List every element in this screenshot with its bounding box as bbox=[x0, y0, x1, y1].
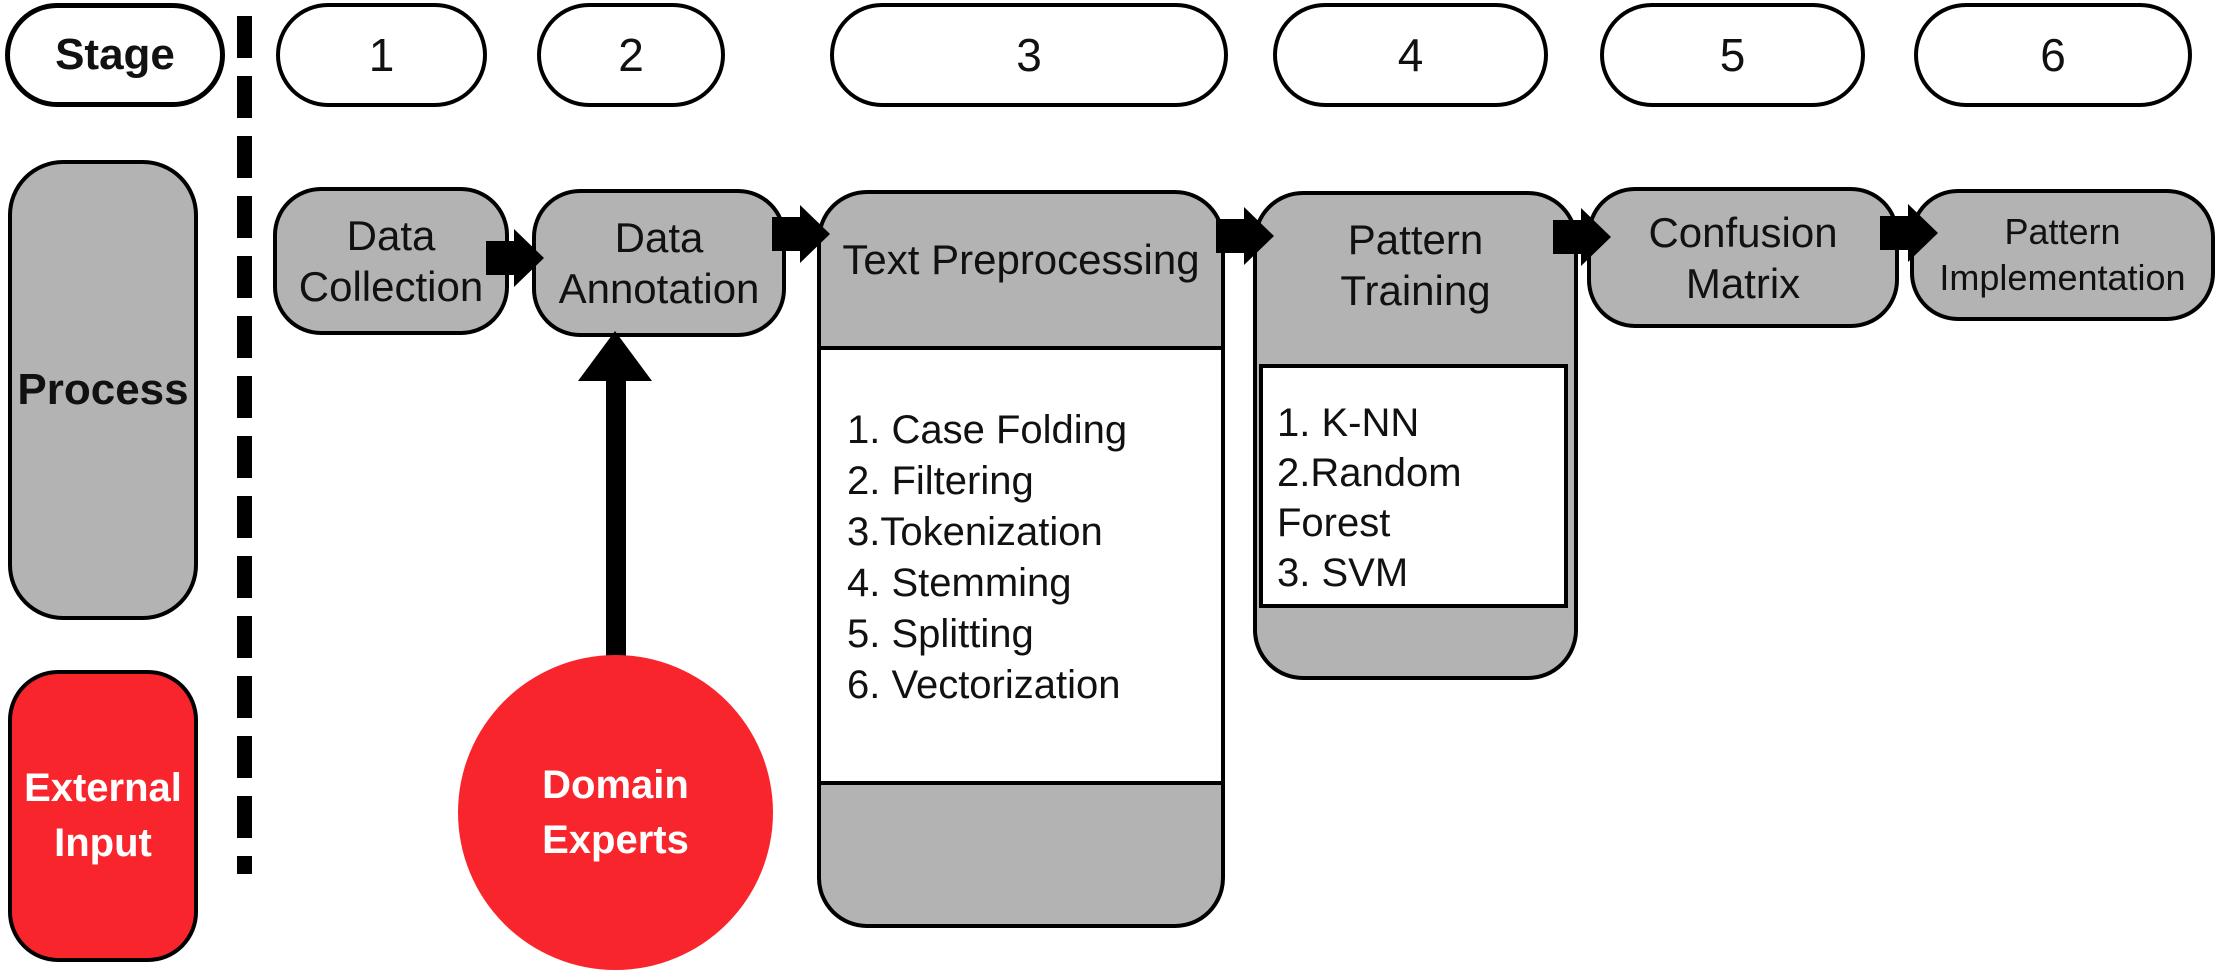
data-annotation-box: Data Annotation bbox=[532, 189, 786, 337]
stage-number-3: 3 bbox=[1016, 29, 1042, 81]
process-legend-label: Process bbox=[17, 365, 189, 414]
data-annotation-label: Data Annotation bbox=[558, 214, 760, 312]
domain-experts-label: Domain Experts bbox=[542, 762, 689, 862]
arrow-head bbox=[514, 229, 544, 287]
stage-pill-4: 4 bbox=[1273, 3, 1548, 107]
arrow-shaft bbox=[1216, 219, 1244, 253]
arrow-head bbox=[800, 205, 830, 263]
stage-pill-5: 5 bbox=[1600, 3, 1865, 107]
pattern-training-title: Pattern Training bbox=[1340, 216, 1491, 314]
data-collection-label: Data Collection bbox=[298, 212, 484, 310]
arrow-experts-to-annotation-head-icon bbox=[578, 331, 652, 381]
confusion-matrix-label: Confusion Matrix bbox=[1648, 208, 1838, 307]
text-preprocessing-title: Text Preprocessing bbox=[842, 235, 1200, 283]
text-preprocessing-box: Text Preprocessing 1. Case Folding 2. Fi… bbox=[817, 190, 1225, 928]
arrow-shaft bbox=[772, 217, 800, 251]
external-input-legend-label: External Input bbox=[24, 766, 182, 865]
process-legend-box: Process bbox=[8, 160, 198, 620]
arrow-experts-to-annotation-shaft bbox=[606, 376, 626, 660]
external-input-legend-box: External Input bbox=[8, 670, 198, 962]
preprocessing-step: 2. Filtering bbox=[847, 459, 1034, 503]
arrow-head bbox=[1908, 204, 1938, 262]
training-algorithm: 2.Random Forest bbox=[1277, 451, 1462, 545]
arrow-head bbox=[1244, 207, 1274, 265]
training-algorithm: 1. K-NN bbox=[1277, 401, 1420, 445]
arrow-shaft bbox=[1880, 216, 1908, 250]
stage-number-1: 1 bbox=[368, 29, 395, 81]
arrow-head bbox=[1581, 208, 1611, 266]
data-collection-box: Data Collection bbox=[273, 187, 509, 335]
pattern-training-box: Pattern Training 1. K-NN 2.Random Forest… bbox=[1253, 191, 1578, 680]
arrow-training-to-confusion-icon bbox=[1553, 208, 1611, 266]
pattern-implementation-box: Pattern Implementation bbox=[1910, 189, 2215, 321]
preprocessing-step: 1. Case Folding bbox=[847, 408, 1128, 452]
arrow-shaft bbox=[1553, 220, 1581, 254]
arrow-shaft bbox=[486, 241, 514, 275]
text-preprocessing-steps-panel: 1. Case Folding 2. Filtering 3.Tokenizat… bbox=[821, 346, 1221, 785]
preprocessing-step: 3.Tokenization bbox=[847, 510, 1103, 554]
stage-number-5: 5 bbox=[1719, 29, 1746, 81]
stage-number-2: 2 bbox=[618, 29, 644, 81]
stage-legend-label: Stage bbox=[55, 30, 175, 79]
text-preprocessing-steps-list: 1. Case Folding 2. Filtering 3.Tokenizat… bbox=[821, 350, 1221, 711]
arrow-confusion-to-implementation-icon bbox=[1880, 204, 1938, 262]
stage-pill-6: 6 bbox=[1914, 3, 2192, 107]
pattern-training-algorithms-panel: 1. K-NN 2.Random Forest 3. SVM bbox=[1259, 364, 1568, 608]
legend-divider-dashed-line bbox=[237, 16, 252, 874]
pattern-implementation-label: Pattern Implementation bbox=[1939, 211, 2186, 298]
arrow-collection-to-annotation-icon bbox=[486, 229, 544, 287]
stage-pill-2: 2 bbox=[537, 3, 725, 107]
confusion-matrix-box: Confusion Matrix bbox=[1587, 187, 1899, 328]
stage-number-6: 6 bbox=[2040, 29, 2066, 81]
arrow-preprocessing-to-training-icon bbox=[1216, 207, 1274, 265]
preprocessing-step: 5. Splitting bbox=[847, 612, 1034, 656]
training-algorithm: 3. SVM bbox=[1277, 551, 1409, 595]
domain-experts-circle: Domain Experts bbox=[458, 655, 773, 970]
stage-pill-1: 1 bbox=[276, 3, 487, 107]
preprocessing-step: 4. Stemming bbox=[847, 561, 1072, 605]
stage-pill-3: 3 bbox=[830, 3, 1228, 107]
preprocessing-step: 6. Vectorization bbox=[847, 663, 1121, 707]
stage-number-4: 4 bbox=[1397, 29, 1424, 81]
arrow-annotation-to-preprocessing-icon bbox=[772, 205, 830, 263]
pattern-training-algorithms-list: 1. K-NN 2.Random Forest 3. SVM bbox=[1263, 368, 1567, 598]
stage-legend-pill: Stage bbox=[5, 3, 225, 107]
